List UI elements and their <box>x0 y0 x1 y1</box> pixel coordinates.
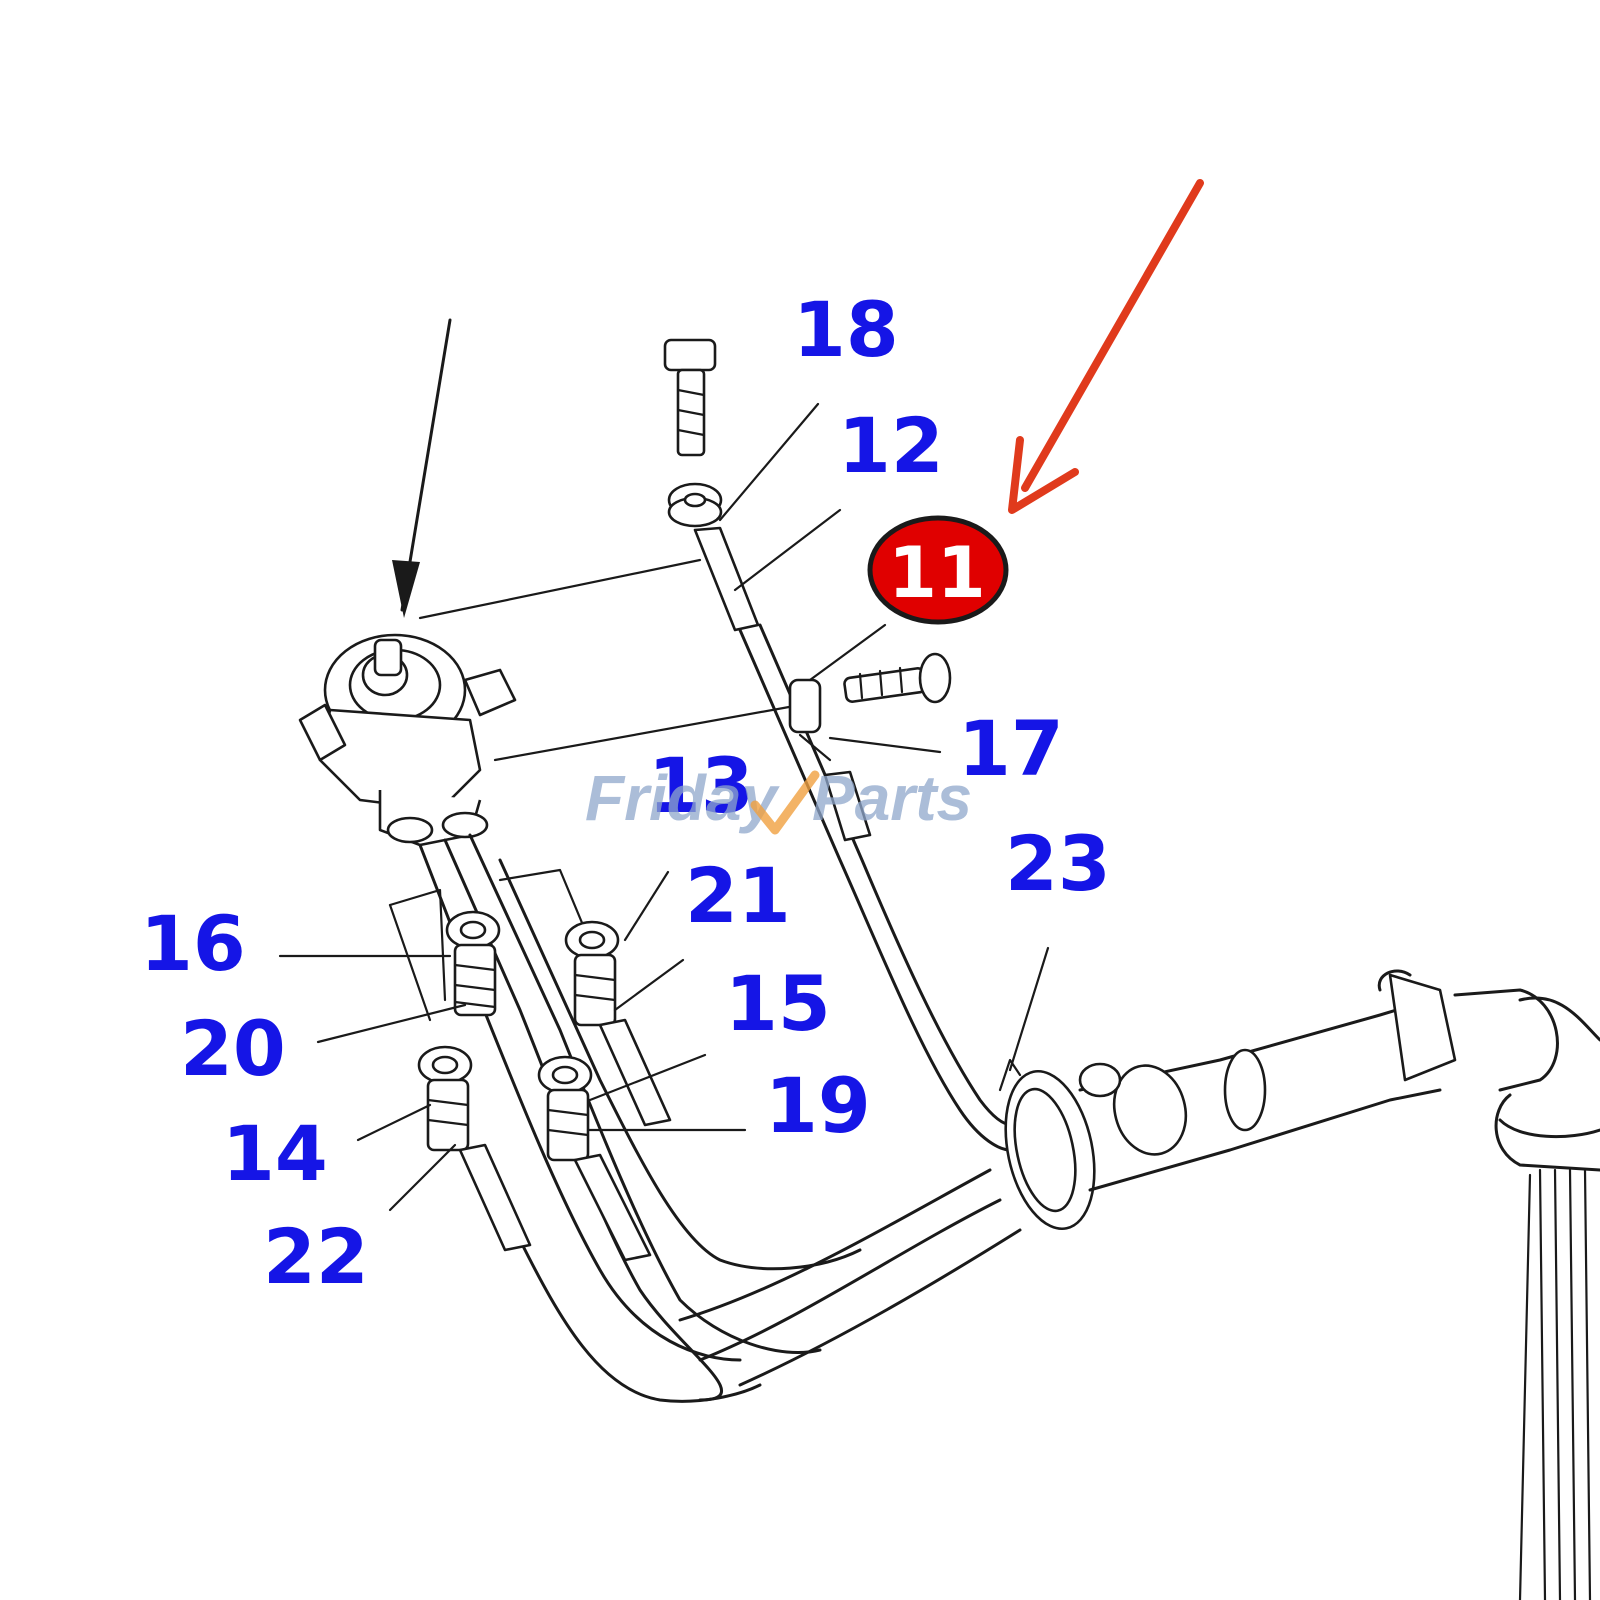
callout-23: 23 <box>1005 819 1111 908</box>
line-art <box>298 318 1600 1600</box>
flange-23 <box>998 1058 1096 1231</box>
callout-16: 16 <box>140 899 246 988</box>
fitting-15-19 <box>537 1055 652 1262</box>
fitting-14-22 <box>417 1045 532 1252</box>
callout-21: 21 <box>685 851 791 940</box>
highlight-arrow <box>1008 179 1204 514</box>
callout-13: 13 <box>648 741 754 830</box>
callout-17: 17 <box>958 704 1064 793</box>
callout-18: 18 <box>793 285 899 374</box>
watermark-part1: Friday <box>585 762 780 834</box>
fitting-16-20 <box>445 910 501 1017</box>
fitting-21 <box>564 920 672 1127</box>
callout-20: 20 <box>180 1004 286 1093</box>
bolt-17 <box>843 652 952 704</box>
highlight-badge: 11 <box>867 515 1009 625</box>
callout-19: 19 <box>765 1061 871 1150</box>
callout-12: 12 <box>838 401 944 490</box>
bolt-18 <box>663 338 717 457</box>
valve-assembly <box>298 633 517 847</box>
pointer-arrowhead <box>392 560 420 618</box>
callout-14: 14 <box>222 1109 328 1198</box>
watermark-check-icon <box>750 770 820 835</box>
callout-11: 11 <box>888 532 985 614</box>
callout-labels: 18 12 17 13 23 21 16 15 20 19 14 22 <box>140 285 1111 1301</box>
callout-15: 15 <box>725 959 831 1048</box>
watermark-part2: Parts <box>812 762 972 834</box>
clamp-11 <box>788 678 832 762</box>
watermark: Friday Parts <box>585 762 972 835</box>
leader-lines <box>278 402 1050 1212</box>
washer-12 <box>667 482 723 528</box>
callout-22: 22 <box>263 1212 369 1301</box>
